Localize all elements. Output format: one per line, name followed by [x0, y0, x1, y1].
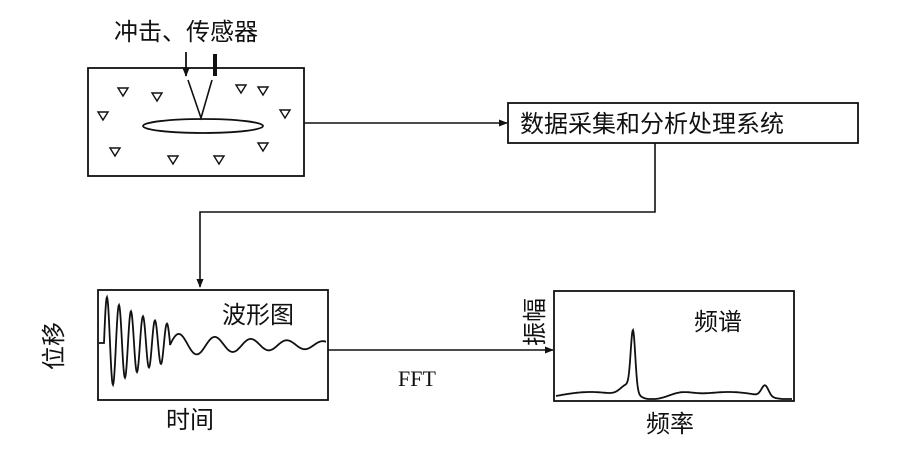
processing-system-box: 数据采集和分析处理系统 [507, 102, 859, 144]
aggregate-marker [234, 84, 248, 95]
processing-system-label: 数据采集和分析处理系统 [520, 110, 784, 138]
waveform-curve [99, 294, 327, 388]
aggregate-marker [212, 155, 226, 166]
fft-label: FFT [398, 366, 436, 391]
wave-path [187, 79, 213, 121]
waveform-panel: 波形图 [97, 289, 329, 401]
time-axis-label: 时间 [166, 406, 214, 434]
amplitude-axis-label: 振幅 [521, 298, 549, 346]
aggregate-marker [256, 142, 270, 153]
spectrum-curve [555, 327, 792, 400]
impact-sensor-label: 冲击、传感器 [114, 18, 258, 46]
spectrum-panel: 频谱 [553, 290, 795, 402]
aggregate-marker [116, 87, 130, 98]
aggregate-marker [108, 147, 122, 158]
aggregate-marker [166, 155, 180, 166]
processing-system-rect [507, 102, 859, 144]
defect-ellipse [142, 118, 264, 134]
displacement-axis-label: 位移 [40, 322, 68, 370]
specimen-rect [87, 67, 305, 177]
waveform-rect [97, 289, 329, 401]
spectrum-title: 频谱 [694, 308, 742, 336]
spectrum-rect [553, 290, 795, 402]
frequency-axis-label: 频率 [646, 410, 694, 438]
aggregate-marker [256, 86, 270, 97]
specimen-block [87, 52, 305, 177]
aggregate-marker [278, 109, 292, 120]
output-arrow [196, 143, 656, 288]
aggregate-markers [96, 84, 292, 166]
aggregate-marker [150, 92, 164, 103]
waveform-title: 波形图 [222, 301, 294, 329]
aggregate-marker [96, 111, 110, 122]
